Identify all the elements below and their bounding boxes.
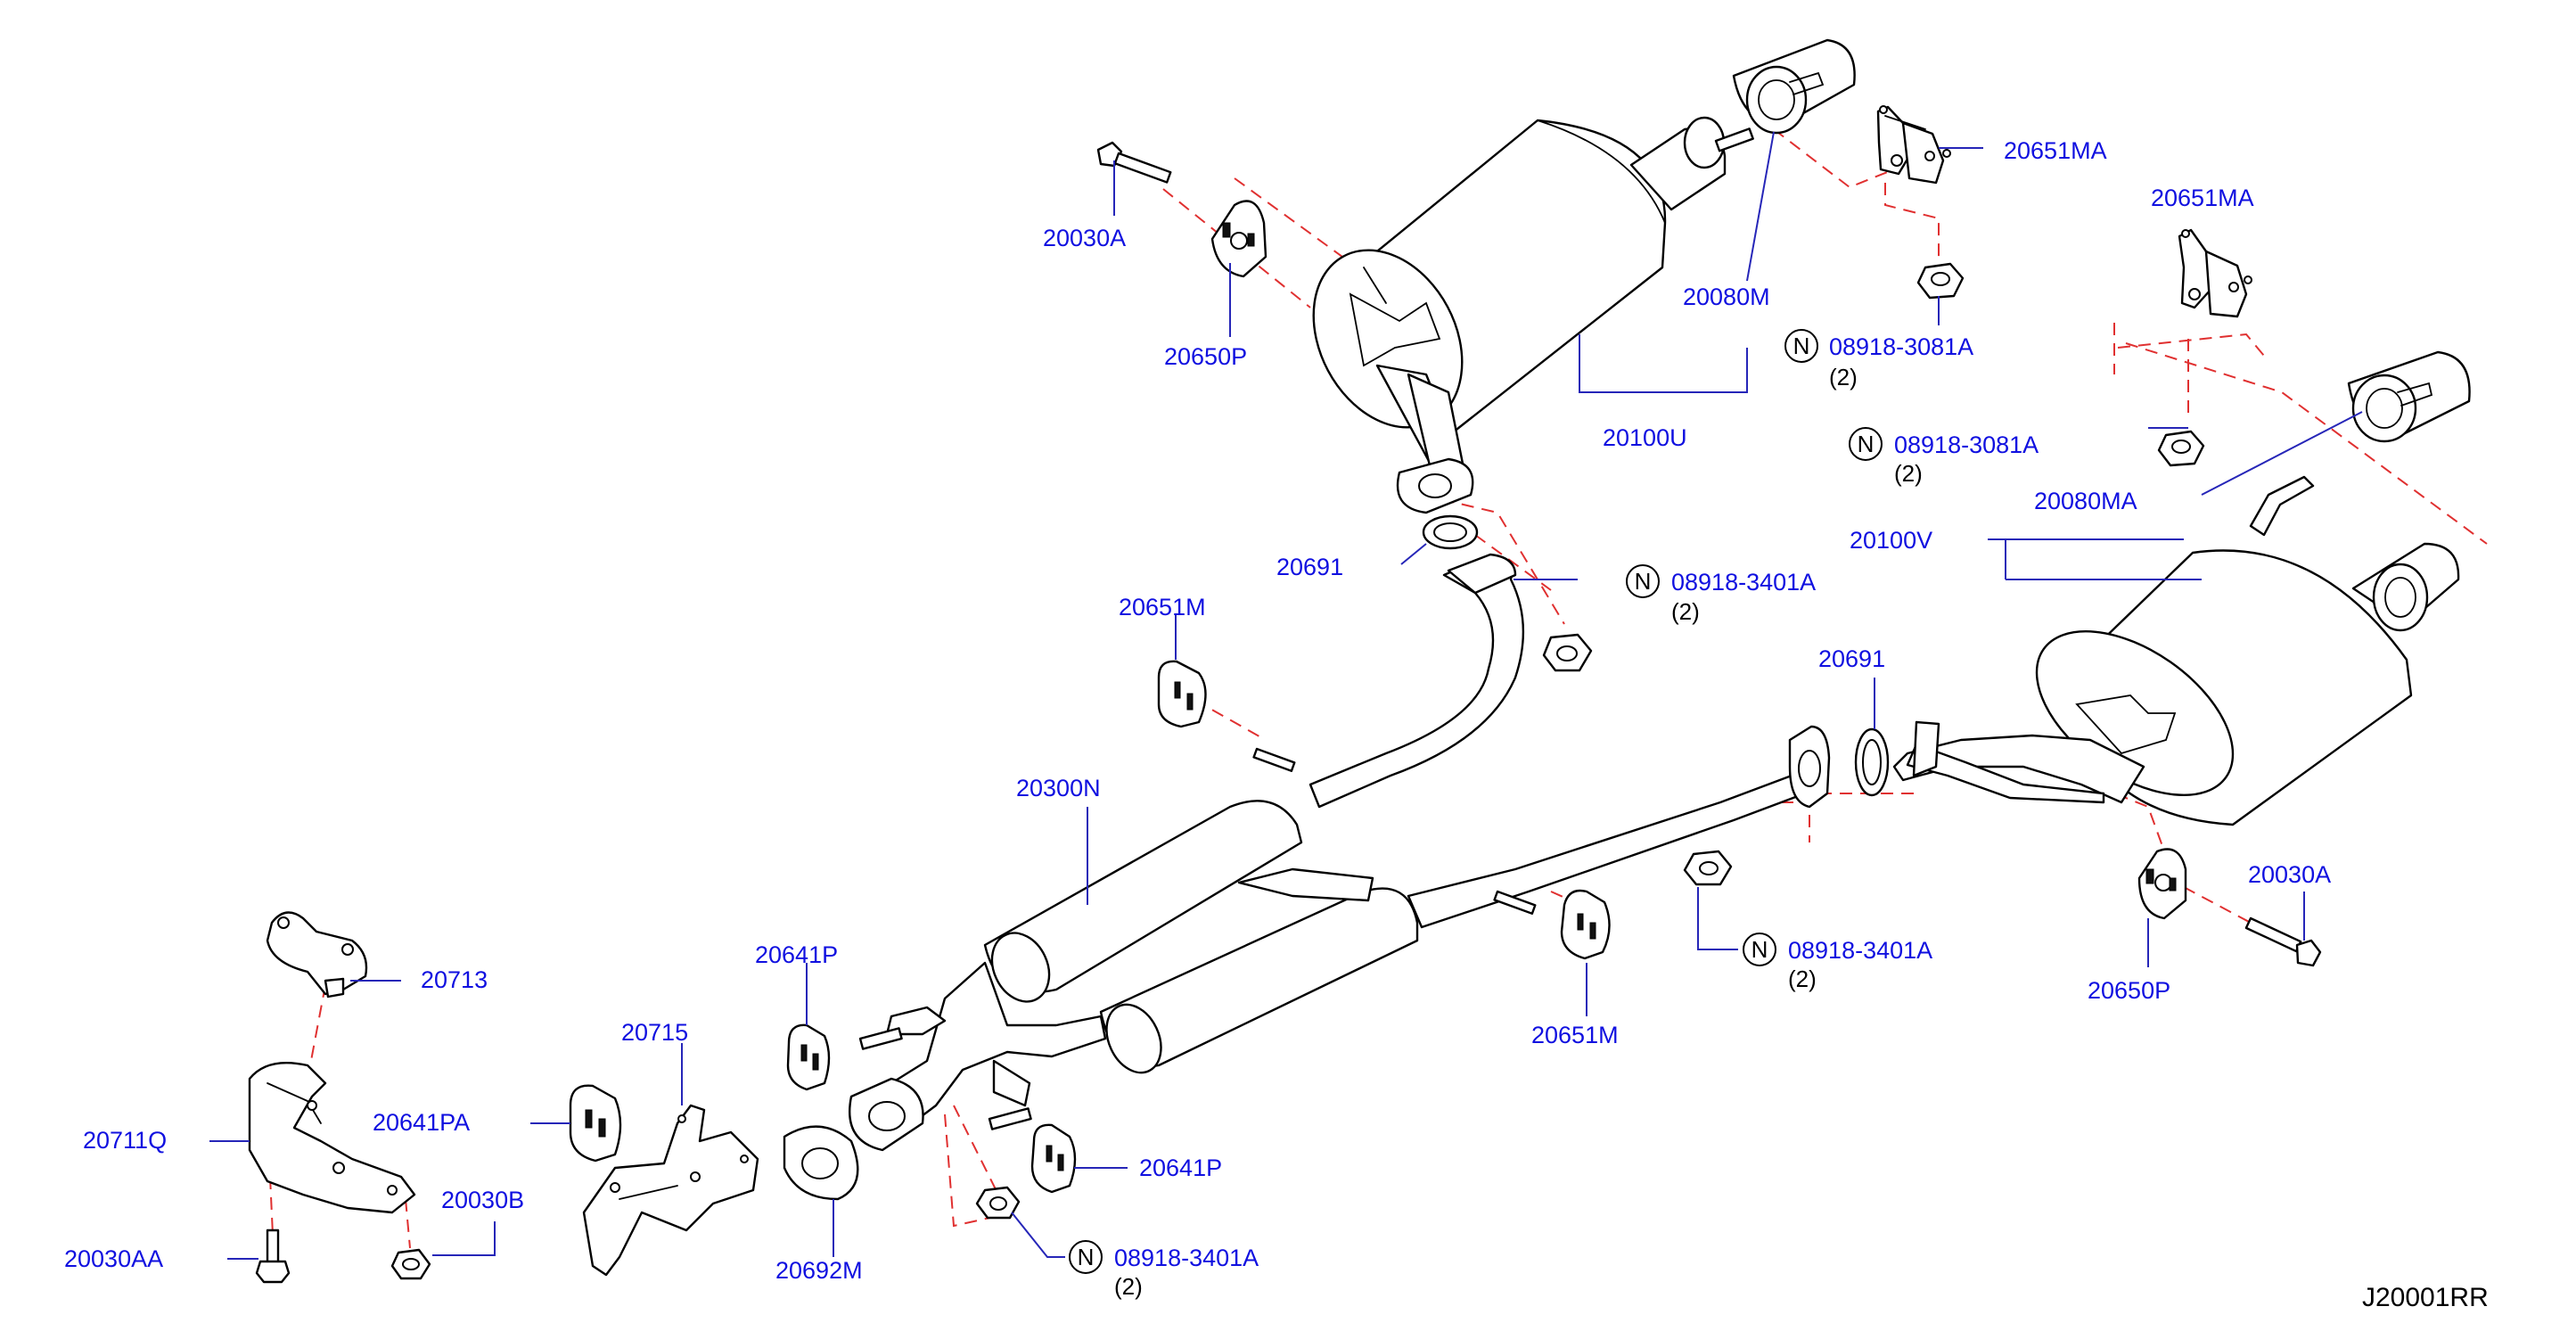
label-20100v: 20100V: [1850, 527, 1932, 554]
nut-callout-4: N 08918-3401A (2): [1743, 933, 1932, 992]
leader-lines: [209, 131, 2363, 1260]
right-lower-nut: [1683, 850, 1733, 886]
nut-callout-5: N 08918-3401A (2): [1069, 1240, 1259, 1300]
nut-callout-3: N 08918-3401A (2): [1626, 564, 1816, 625]
label-20650p-right: 20650P: [2088, 977, 2170, 1004]
n-symbol-circle: [1626, 564, 1660, 598]
right-upper-nut: [2157, 430, 2205, 467]
label-20030a-top: 20030A: [1043, 225, 1126, 251]
left-gasket: [1422, 514, 1479, 550]
insulator-20641p-top: [786, 1023, 831, 1091]
label-20651m-top: 20651M: [1119, 594, 1206, 620]
label-20713: 20713: [421, 966, 488, 993]
n-symbol: N: [1078, 1244, 1095, 1270]
diagram-reference-code: J20001RR: [2362, 1283, 2489, 1312]
nut-quantity: (2): [1894, 460, 1923, 487]
insulator-20651m-bottom: [1560, 889, 1611, 960]
right-rear-insulator: [2137, 848, 2187, 920]
label-20651ma-right: 20651MA: [2151, 185, 2254, 211]
bracket-20711q: [248, 1062, 416, 1214]
nut-part-number: 08918-3081A: [1894, 431, 2039, 458]
bracket-20713: [266, 911, 368, 998]
nut-part-number: 08918-3401A: [1788, 937, 1932, 964]
n-symbol: N: [1752, 936, 1768, 963]
label-20030b: 20030B: [441, 1187, 524, 1213]
upper-nut: [1916, 262, 1965, 300]
nut-part-number: 08918-3401A: [1114, 1245, 1259, 1271]
label-20651m-bottom: 20651M: [1531, 1022, 1619, 1048]
nut-callout-2: N 08918-3081A (2): [1849, 427, 2039, 487]
label-20691-top: 20691: [1276, 554, 1343, 580]
n-symbol-circle: [1743, 933, 1776, 966]
nut-quantity: (2): [1114, 1273, 1143, 1300]
bolt-20030aa: [255, 1228, 291, 1284]
label-20691-right: 20691: [1818, 645, 1885, 672]
center-pipe-assembly: [858, 553, 1807, 1134]
left-front-flange: [1396, 457, 1474, 514]
nut-quantity: (2): [1829, 364, 1858, 390]
insulator-20641pa: [569, 1084, 622, 1163]
nut-20030b: [390, 1248, 431, 1280]
n-symbol: N: [1793, 333, 1810, 359]
right-flange: [1788, 725, 1831, 809]
n-symbol-circle: [1849, 427, 1883, 461]
right-gasket: [1854, 727, 1890, 797]
label-20715: 20715: [621, 1019, 688, 1046]
bracket-20715: [582, 1104, 759, 1277]
nut-callout-1: N 08918-3081A (2): [1784, 329, 1973, 390]
label-20030a-right: 20030A: [2248, 861, 2331, 888]
insulator-20651m-top: [1157, 660, 1207, 728]
left-tailpipe-finisher: [1732, 38, 1856, 135]
n-symbol: N: [1858, 431, 1875, 457]
label-20650p-top: 20650P: [1164, 343, 1247, 370]
right-hanger-bracket: [2178, 228, 2252, 318]
label-20100u: 20100U: [1603, 424, 1687, 451]
front-nut: [975, 1186, 1021, 1220]
label-20711q: 20711Q: [83, 1127, 167, 1154]
label-20641p-top: 20641P: [755, 941, 838, 968]
label-20080m: 20080M: [1683, 284, 1770, 310]
label-20641p-bottom: 20641P: [1139, 1155, 1222, 1181]
right-tailpipe-finisher: [2347, 350, 2471, 443]
nut-quantity: (2): [1671, 598, 1700, 625]
dashed-guides: [269, 128, 2488, 1249]
part-labels: 20030A 20650P 20080M 20100U 20651MA 2065…: [64, 137, 2331, 1284]
left-rear-muffler: [1312, 116, 1754, 490]
label-20692m: 20692M: [775, 1257, 863, 1284]
label-20030aa: 20030AA: [64, 1245, 163, 1272]
nut-part-number: 08918-3081A: [1829, 333, 1973, 360]
nut-part-number: 08918-3401A: [1671, 569, 1816, 596]
insulator-20641p-bottom: [1030, 1123, 1077, 1194]
label-20300n: 20300N: [1016, 775, 1101, 801]
n-symbol-circle: [1784, 329, 1818, 363]
n-symbol-circle: [1069, 1240, 1103, 1274]
right-bolt: [2244, 916, 2322, 967]
front-gasket: [783, 1125, 859, 1201]
front-flange: [849, 1077, 924, 1152]
left-rear-insulator: [1210, 200, 1267, 278]
right-rear-muffler: [1892, 475, 2460, 826]
left-bolt: [1096, 141, 1172, 184]
nut-quantity: (2): [1788, 966, 1817, 992]
left-nut: [1542, 633, 1593, 672]
upper-hanger-bracket: [1876, 105, 1951, 185]
label-20641pa: 20641PA: [373, 1109, 470, 1136]
label-20080ma: 20080MA: [2034, 488, 2137, 514]
n-symbol: N: [1635, 568, 1652, 595]
label-20651ma-top: 20651MA: [2004, 137, 2107, 164]
